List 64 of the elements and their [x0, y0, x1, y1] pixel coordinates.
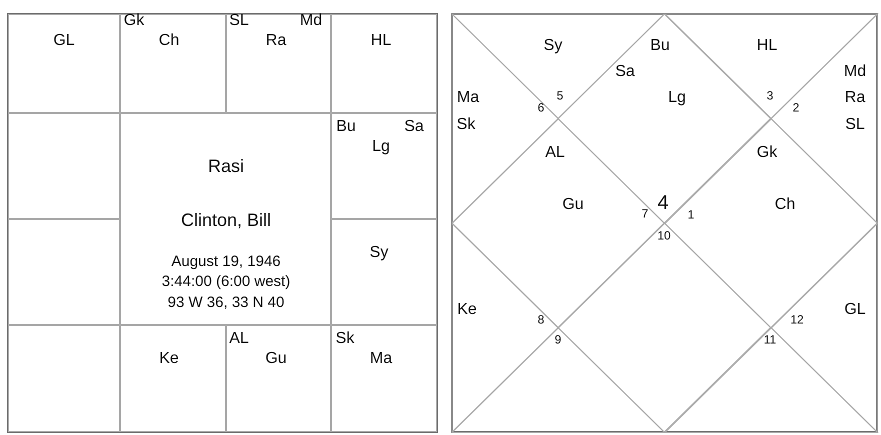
person-name: Clinton, Bill	[180, 211, 272, 231]
planet-label: Bu	[336, 118, 356, 136]
planet-label: Sa	[404, 118, 424, 136]
planet-label: Sy	[370, 244, 388, 262]
sign-number: 10	[657, 229, 671, 243]
house-cell	[331, 219, 437, 325]
sign-number: 2	[792, 101, 800, 115]
planet-label: HL	[756, 37, 778, 55]
planet-label: Gk	[124, 12, 144, 30]
sign-number: 3	[766, 89, 774, 103]
sign-number: 12	[790, 313, 804, 327]
sign-number: 6	[538, 101, 544, 115]
planet-label: Ma	[456, 89, 480, 107]
planet-label: Lg	[372, 138, 390, 156]
house-cell	[8, 325, 120, 432]
house-cell	[8, 219, 120, 325]
sign-number: 8	[538, 313, 544, 327]
planet-label: SL	[229, 12, 249, 30]
sign-number: 1	[688, 208, 694, 222]
house-cell	[8, 113, 120, 219]
sign-number: 7	[642, 207, 648, 221]
planet-label: GL	[844, 301, 866, 319]
house-cell	[120, 14, 226, 113]
center-panel	[120, 113, 331, 325]
house-cell	[8, 14, 120, 113]
planet-label: Gu	[562, 196, 584, 214]
birth-time: 3:44:00 (6:00 west)	[162, 274, 290, 290]
house-triangle	[452, 328, 664, 432]
planet-label: Ch	[774, 196, 796, 214]
planet-label: HL	[370, 32, 392, 50]
planet-label: Gk	[756, 144, 778, 162]
planet-label: Ma	[370, 350, 392, 368]
planet-label: Ke	[457, 301, 477, 319]
planet-label: Md	[300, 12, 322, 30]
planet-label: Md	[844, 63, 866, 81]
planet-label: AL	[545, 144, 565, 162]
birth-coordinates: 93 W 36, 33 N 40	[168, 294, 284, 312]
house-cell	[331, 325, 437, 432]
planet-label: Bu	[650, 37, 670, 55]
planet-label: SL	[845, 116, 865, 134]
planet-label: GL	[53, 32, 75, 50]
house-cell	[226, 325, 331, 432]
planet-label: Ra	[844, 89, 866, 107]
planet-label: AL	[229, 330, 249, 348]
sign-number: 9	[554, 333, 562, 347]
birth-date: August 19, 1946	[171, 254, 281, 270]
house-cell	[120, 325, 226, 432]
chart-title: Rasi	[208, 157, 244, 177]
sign-number: 5	[556, 89, 564, 103]
house-triangle	[664, 328, 877, 432]
planet-label: Sk	[456, 116, 476, 134]
planet-label: Ch	[158, 32, 180, 50]
planet-label: Ra	[266, 32, 286, 50]
house-cell	[331, 113, 437, 219]
sign-number: 4	[657, 192, 669, 214]
house-cell	[331, 14, 437, 113]
planet-label: Sk	[336, 330, 354, 348]
planet-label: Ke	[159, 350, 179, 368]
house-cell	[226, 14, 331, 113]
sign-number: 11	[764, 333, 776, 347]
planet-label: Sa	[615, 63, 635, 81]
planet-label: Lg	[668, 89, 686, 107]
planet-label: Gu	[265, 350, 287, 368]
planet-label: Sy	[544, 37, 562, 55]
